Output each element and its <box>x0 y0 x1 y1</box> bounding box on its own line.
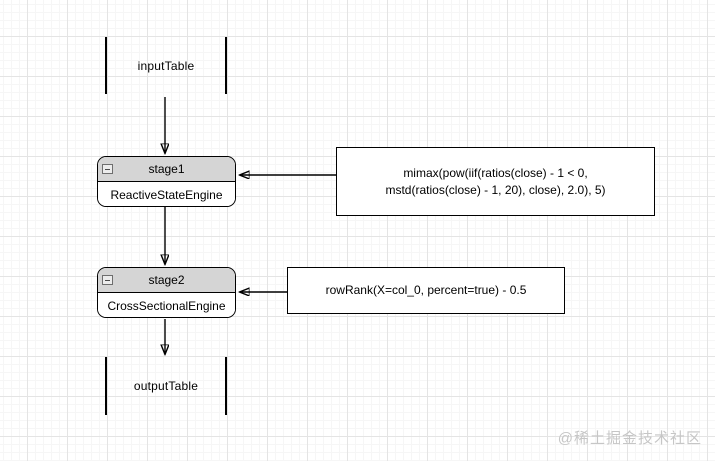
stage1-engine-label: ReactiveStateEngine <box>110 187 223 202</box>
minus-icon <box>105 279 110 281</box>
formula1-line2: mstd(ratios(close) - 1, 20), close), 2.0… <box>385 182 606 197</box>
minus-icon <box>105 168 110 170</box>
annotation-formula-stage2[interactable]: rowRank(X=col_0, percent=true) - 0.5 <box>287 267 565 314</box>
node-output-table[interactable]: outputTable <box>105 357 227 415</box>
watermark-text: @稀土掘金技术社区 <box>557 430 702 447</box>
annotation-formula-stage1[interactable]: mimax(pow(iif(ratios(close) - 1 < 0, mst… <box>336 147 655 216</box>
node-stage2[interactable]: stage2 CrossSectionalEngine <box>97 267 236 318</box>
stage2-title: stage2 <box>148 273 185 287</box>
input-table-label: inputTable <box>137 58 195 73</box>
output-table-label: outputTable <box>133 379 199 393</box>
stage1-header: stage1 <box>98 157 235 182</box>
node-input-table[interactable]: inputTable <box>105 37 227 94</box>
stage2-header: stage2 <box>98 268 235 293</box>
stage2-engine-label: CrossSectionalEngine <box>107 298 226 313</box>
stage2-body: CrossSectionalEngine <box>98 293 235 317</box>
stage1-title: stage1 <box>148 162 185 176</box>
node-stage1[interactable]: stage1 ReactiveStateEngine <box>97 156 236 207</box>
stage1-body: ReactiveStateEngine <box>98 182 235 206</box>
formula2-text: rowRank(X=col_0, percent=true) - 0.5 <box>325 283 527 297</box>
collapse-button[interactable] <box>102 275 113 285</box>
formula1-line1: mimax(pow(iif(ratios(close) - 1 < 0, <box>403 165 588 180</box>
collapse-button[interactable] <box>102 164 113 174</box>
